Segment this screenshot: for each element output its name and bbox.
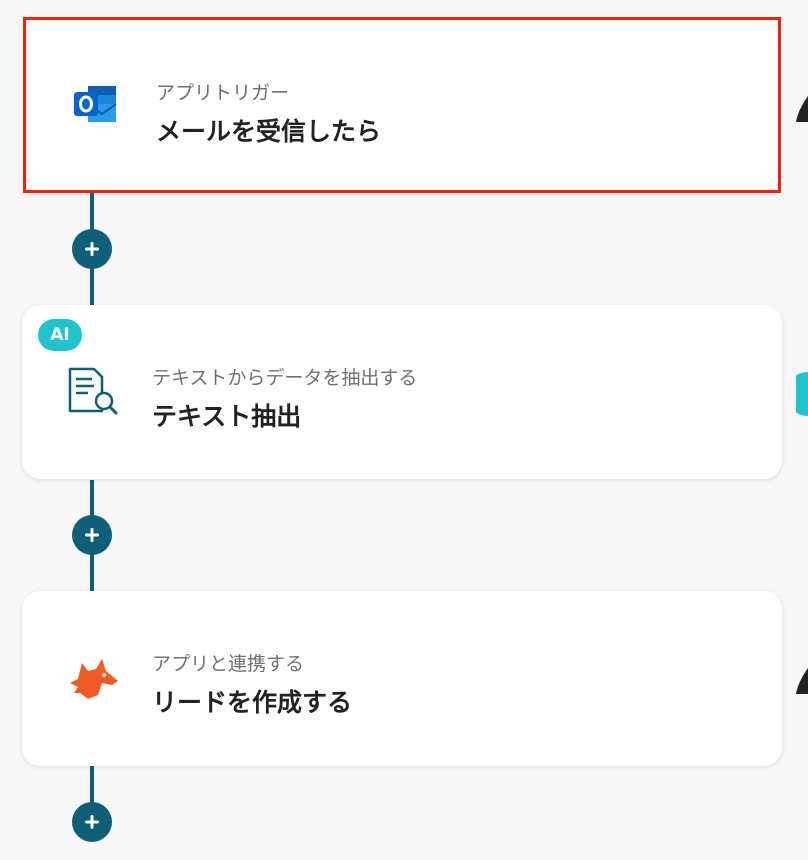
add-step-button[interactable]	[72, 802, 112, 842]
step-title: テキスト抽出	[152, 402, 302, 431]
edge-marker-icon	[796, 96, 808, 122]
plus-icon	[85, 815, 99, 829]
flow-connector-line	[90, 766, 94, 806]
ai-badge: AI	[38, 319, 82, 351]
plus-icon	[85, 242, 99, 256]
step-card-create-lead[interactable]: アプリと連携する リードを作成する	[22, 591, 782, 766]
step-card-trigger[interactable]: アプリトリガー メールを受信したら	[23, 17, 781, 193]
step-subtitle: アプリと連携する	[152, 653, 305, 675]
outlook-icon	[70, 78, 122, 130]
add-step-button[interactable]	[72, 515, 112, 555]
step-title: リードを作成する	[152, 688, 353, 717]
add-step-button[interactable]	[72, 229, 112, 269]
step-card-text-extraction[interactable]: テキストからデータを抽出する テキスト抽出	[22, 305, 782, 479]
step-title: メールを受信したら	[156, 117, 382, 146]
step-subtitle: アプリトリガー	[156, 82, 290, 104]
edge-marker-icon	[796, 668, 808, 694]
document-search-icon	[66, 365, 118, 417]
step-subtitle: テキストからデータを抽出する	[152, 367, 418, 389]
plus-icon	[85, 528, 99, 542]
edge-circle-icon	[796, 372, 808, 416]
fox-icon	[66, 653, 118, 705]
